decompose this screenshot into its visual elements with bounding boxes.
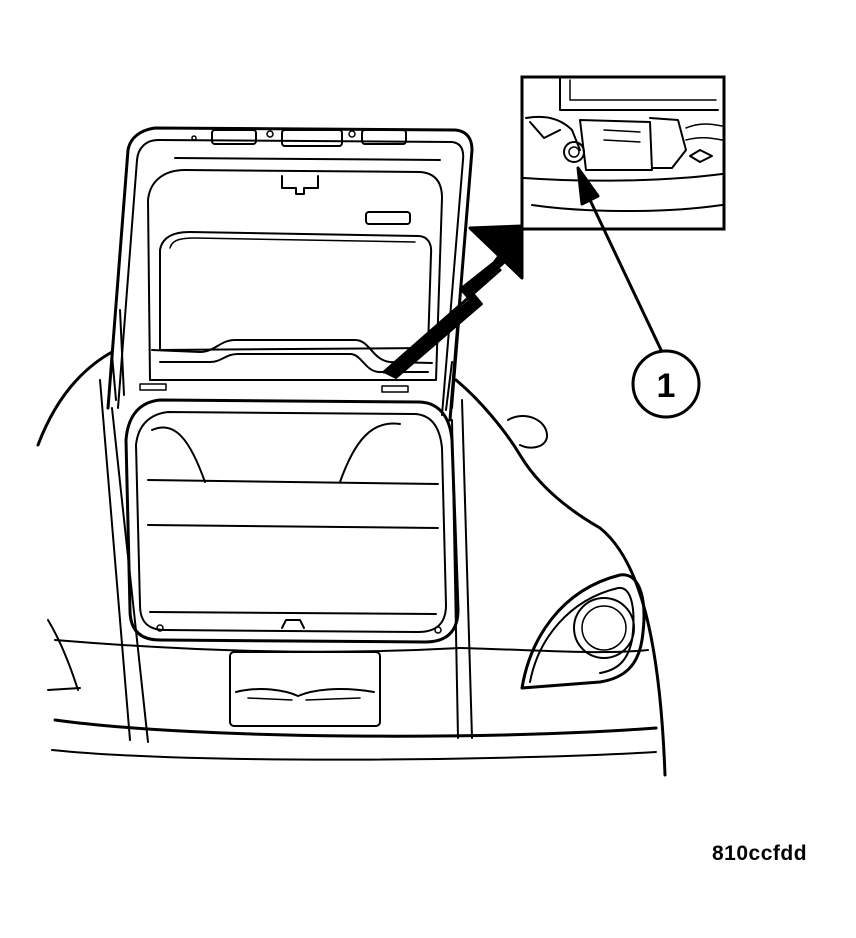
callout-1: 1 <box>631 349 701 419</box>
callout-leader <box>576 166 664 354</box>
detail-inset <box>520 75 726 231</box>
tail-lamp <box>520 573 646 690</box>
pointer-arrow <box>382 224 524 379</box>
car-body <box>36 350 667 777</box>
liftgate <box>106 126 474 422</box>
figure-id-label: 810ccfdd <box>712 842 808 865</box>
callout-1-label: 1 <box>657 367 676 405</box>
cargo-opening <box>99 379 473 743</box>
